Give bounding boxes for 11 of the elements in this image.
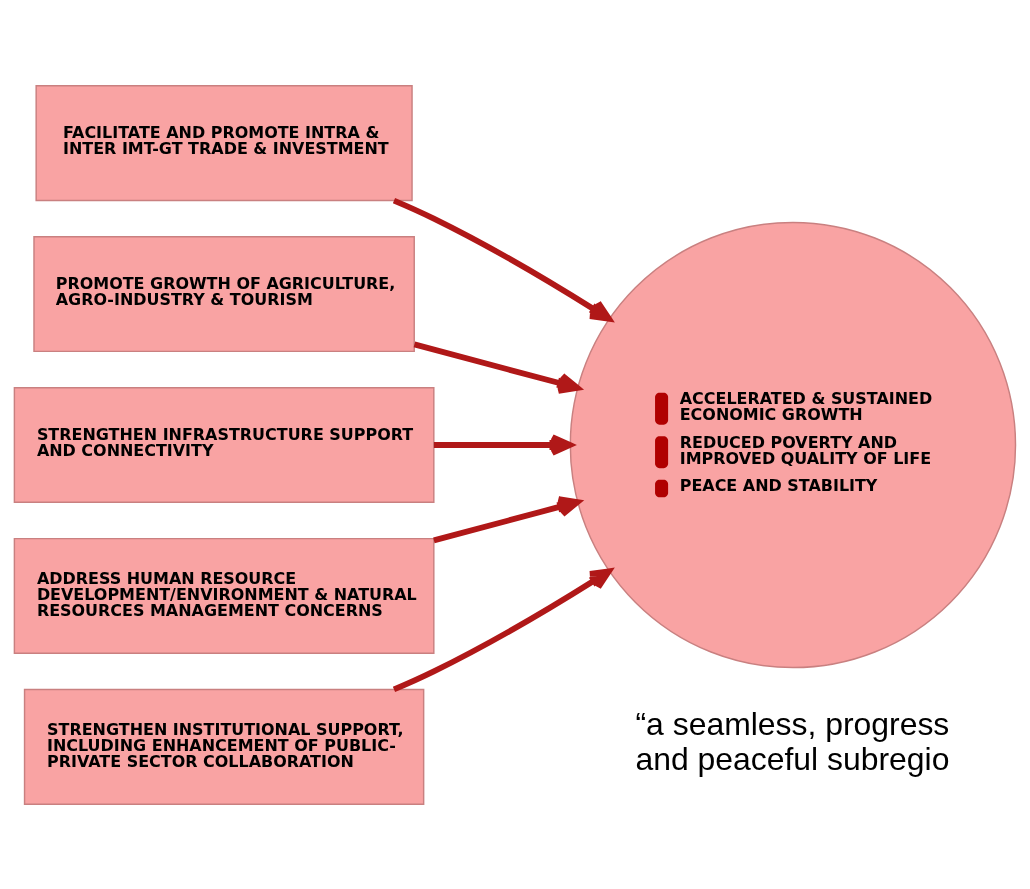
node-box: STRENGTHEN INSTITUTIONAL SUPPORT, INCLUDING ENHANCEMENT OF PUBLIC-PRIVATE SECTOR COLLABORATION xyxy=(23,688,425,805)
node-box: PROMOTE GROWTH OF AGRICULTURE, AGRO-INDUSTRY & TOURISM xyxy=(33,235,415,352)
node-box: ADDRESS HUMAN RESOURCE DEVELOPMENT/ENVIRONMENT & NATURAL RESOURCES MANAGEMENT CONCERNS xyxy=(13,537,435,654)
arrow xyxy=(413,341,581,394)
node-box: STRENGTHEN INFRASTRUCTURE SUPPORT AND CONNECTIVITY xyxy=(13,386,435,503)
node-box: FACILITATE AND PROMOTE INTRA & INTER IMT-GT TRADE & INVESTMENT xyxy=(35,84,413,201)
label: “a seamless, progress and peaceful subregio xyxy=(635,705,950,777)
arrow xyxy=(392,197,612,322)
arrow xyxy=(433,495,581,543)
node-circle: ACCELERATED & SUSTAINED ECONOMIC GROWTH REDUCED POVERTY AND IMPROVED QUALITY OF LIFE PEACE AND STABILITY xyxy=(569,221,1017,668)
arrow xyxy=(392,567,612,692)
